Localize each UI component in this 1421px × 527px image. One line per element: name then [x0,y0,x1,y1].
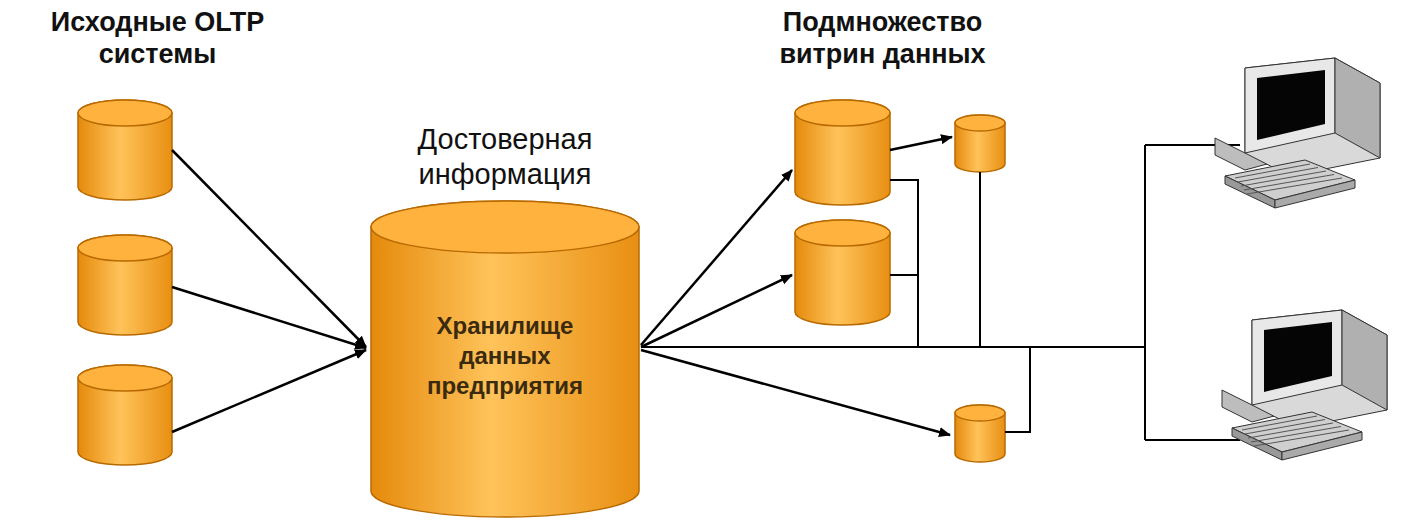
cylinder-body [371,201,639,517]
group-heading: Подмножество витрин данных [735,6,1030,71]
cylinder-body [955,405,1005,462]
node-heading: Достоверная информация [355,122,655,192]
workstation-icon [1215,58,1380,208]
network-line [890,180,918,347]
group-heading: Исходные OLTP системы [5,6,310,71]
cylinder-shape [371,201,639,517]
network-line [1145,439,1240,441]
data-mart [795,220,890,325]
load-arrow [172,287,366,348]
feed-arrow [641,275,792,347]
data-mart [795,100,890,205]
source-db [78,365,172,465]
cylinder-top [795,100,890,126]
sub-mart [955,115,1005,172]
cylinder-top [78,235,172,261]
cylinder-top [955,405,1005,421]
node-label: Хранилище данных предприятия [403,311,608,401]
workstation-icon [1222,310,1387,460]
cylinder-top [955,115,1005,131]
load-arrow [172,350,366,432]
network-line [1144,145,1146,440]
cylinder-body [795,100,890,205]
cylinder-body [955,115,1005,172]
cylinder-body [78,235,172,335]
cylinder-top [78,365,172,391]
network-line [1005,347,1030,432]
cylinder-body [78,100,172,200]
source-db [78,235,172,335]
feed-arrow [641,170,792,345]
cylinder-body [795,220,890,325]
feed-arrow [890,137,952,150]
cylinder-top [371,201,639,253]
feed-arrow [641,350,950,435]
sub-mart [955,405,1005,462]
cylinder-top [78,100,172,126]
network-line [890,274,918,276]
load-arrow [172,150,366,347]
cylinder-body [78,365,172,465]
network-line [979,172,981,347]
warehouse-cylinder: Достоверная информацияХранилище данных п… [370,200,640,518]
source-db [78,100,172,200]
network-line [641,346,1145,348]
cylinder-top [795,220,890,246]
